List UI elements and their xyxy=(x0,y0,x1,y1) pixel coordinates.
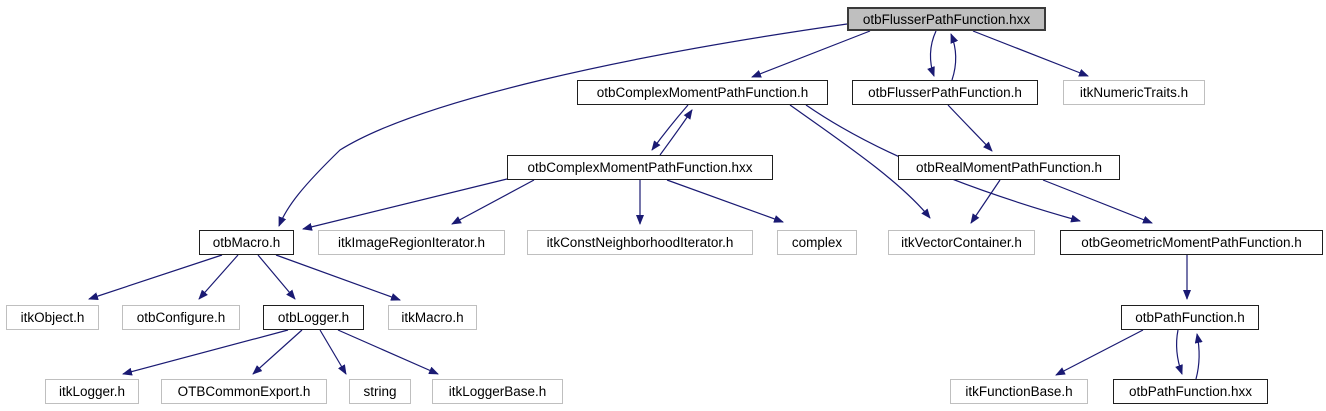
edge-otbRealMomentPathFunction.h-to-itkVectorContainer.h xyxy=(970,179,1001,224)
edge-otbMacro.h-to-otbConfigure.h xyxy=(198,254,239,300)
edge-otbPathFunction.hxx-to-otbPathFunction.h xyxy=(1194,333,1203,380)
node-itkLoggerBase-h: itkLoggerBase.h xyxy=(432,379,563,404)
node-OTBCommonExport-h: OTBCommonExport.h xyxy=(161,379,327,404)
node-string: string xyxy=(349,379,411,404)
edge-otbComplexMomentPathFunction.hxx-to-itkImageRegionIterator.h xyxy=(451,179,535,225)
node-itkConstNeighborhoodIterator-h: itkConstNeighborhoodIterator.h xyxy=(527,230,753,255)
node-otbConfigure-h: otbConfigure.h xyxy=(122,305,240,330)
edge-otbPathFunction.h-to-itkFunctionBase.h xyxy=(1055,329,1144,376)
node-itkObject-h: itkObject.h xyxy=(6,305,99,330)
edge-otbLogger.h-to-itkLogger.h xyxy=(122,329,289,376)
edge-otbFlusserPathFunction.hxx-to-itkNumericTraits.h xyxy=(972,30,1089,77)
node-otbPathFunction-hxx[interactable]: otbPathFunction.hxx xyxy=(1113,379,1268,404)
node-otbLogger-h[interactable]: otbLogger.h xyxy=(263,305,364,330)
edge-otbFlusserPathFunction.h-to-otbFlusserPathFunction.hxx xyxy=(950,33,959,81)
node-otbGeometricMomentPathFunction-h[interactable]: otbGeometricMomentPathFunction.h xyxy=(1060,230,1323,255)
node-complex: complex xyxy=(777,230,857,255)
edge-otbComplexMomentPathFunction.hxx-to-otbComplexMomentPathFunction.h xyxy=(659,109,693,156)
edge-otbMacro.h-to-itkObject.h xyxy=(88,254,223,300)
node-itkLogger-h: itkLogger.h xyxy=(45,379,139,404)
edge-otbLogger.h-to-string xyxy=(319,329,347,375)
node-otbMacro-h[interactable]: otbMacro.h xyxy=(199,230,294,255)
edge-otbFlusserPathFunction.h-to-otbRealMomentPathFunction.h xyxy=(947,104,993,152)
edge-otbComplexMomentPathFunction.h-to-itkVectorContainer.h xyxy=(789,104,931,219)
node-otbComplexMomentPathFunction-h[interactable]: otbComplexMomentPathFunction.h xyxy=(577,80,828,105)
node-otbFlusserPathFunction-hxx: otbFlusserPathFunction.hxx xyxy=(847,7,1046,31)
node-otbFlusserPathFunction-h[interactable]: otbFlusserPathFunction.h xyxy=(852,80,1038,105)
node-itkFunctionBase-h: itkFunctionBase.h xyxy=(950,379,1088,404)
node-otbPathFunction-h[interactable]: otbPathFunction.h xyxy=(1121,305,1259,330)
edge-otbFlusserPathFunction.hxx-to-otbMacro.h xyxy=(278,23,848,227)
node-otbComplexMomentPathFunction-hxx[interactable]: otbComplexMomentPathFunction.hxx xyxy=(507,155,773,180)
edge-otbFlusserPathFunction.hxx-to-otbComplexMomentPathFunction.h xyxy=(751,30,871,78)
edge-otbFlusserPathFunction.hxx-to-otbFlusserPathFunction.h xyxy=(927,30,937,77)
node-itkNumericTraits-h: itkNumericTraits.h xyxy=(1063,80,1205,105)
node-itkMacro-h: itkMacro.h xyxy=(388,305,477,330)
edge-otbLogger.h-to-itkLoggerBase.h xyxy=(337,329,439,375)
edge-otbComplexMomentPathFunction.hxx-to-otbMacro.h xyxy=(302,178,508,231)
edge-otbRealMomentPathFunction.h-to-otbGeometricMomentPathFunction.h xyxy=(1042,179,1153,224)
node-otbRealMomentPathFunction-h[interactable]: otbRealMomentPathFunction.h xyxy=(898,155,1120,180)
edge-otbMacro.h-to-otbLogger.h xyxy=(257,254,296,300)
edge-otbComplexMomentPathFunction.h-to-otbComplexMomentPathFunction.hxx xyxy=(651,104,689,151)
edge-otbComplexMomentPathFunction.hxx-to-complex xyxy=(666,179,784,223)
node-itkVectorContainer-h: itkVectorContainer.h xyxy=(888,230,1035,255)
edge-otbMacro.h-to-itkMacro.h xyxy=(275,254,401,301)
node-itkImageRegionIterator-h: itkImageRegionIterator.h xyxy=(318,230,505,255)
edge-otbLogger.h-to-OTBCommonExport.h xyxy=(252,329,303,375)
edge-otbPathFunction.h-to-otbPathFunction.hxx xyxy=(1175,329,1183,375)
